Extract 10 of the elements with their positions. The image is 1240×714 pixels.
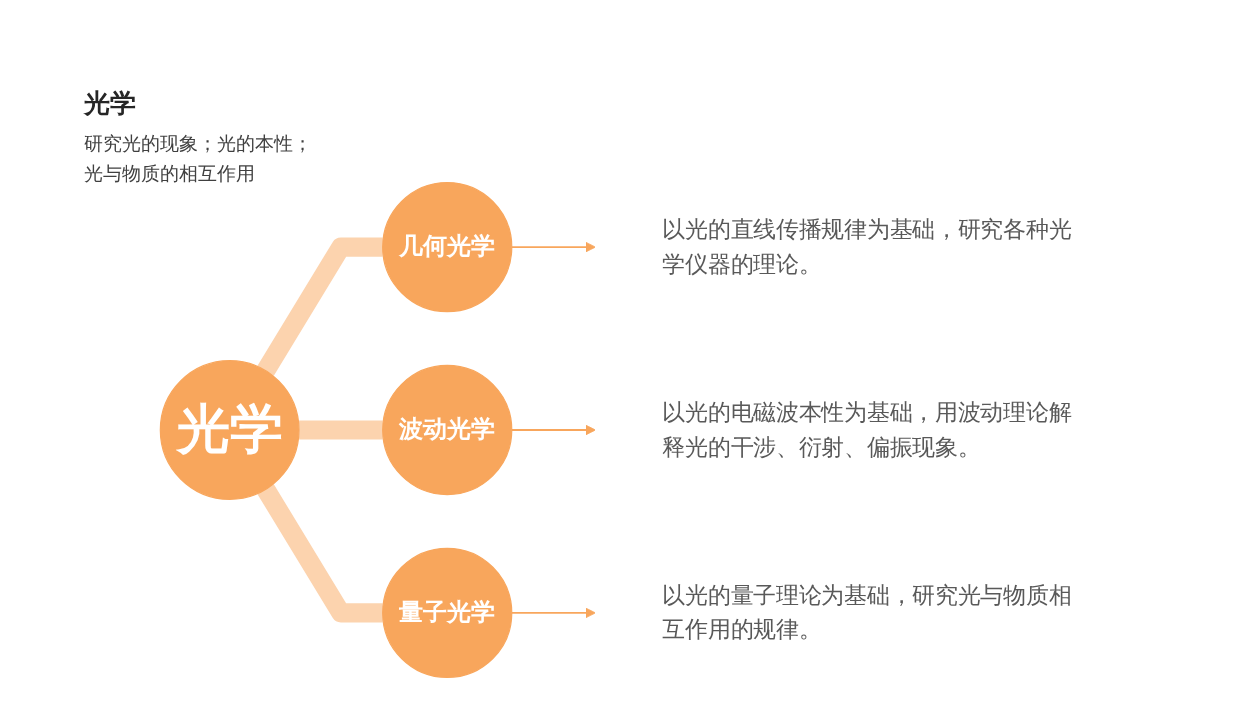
description-text: 以光的直线传播规律为基础，研究各种光学仪器的理论。 — [662, 216, 1072, 276]
main-circle: 光学 — [159, 360, 300, 500]
title: 光学 — [84, 87, 136, 120]
topic-circle: 几何光学 — [382, 181, 513, 313]
topic-circle: 量子光学 — [382, 547, 513, 679]
connector-band — [299, 420, 383, 440]
subtitle: 研究光的现象；光的本性；光与物质的相互作用 — [84, 132, 313, 186]
description-text: 以光的电磁波本性为基础，用波动理论解释光的干涉、衍射、偏振现象。 — [662, 399, 1072, 459]
topic-circle: 波动光学 — [382, 364, 513, 496]
description-text: 以光的量子理论为基础，研究光与物质相互作用的规律。 — [662, 582, 1072, 642]
